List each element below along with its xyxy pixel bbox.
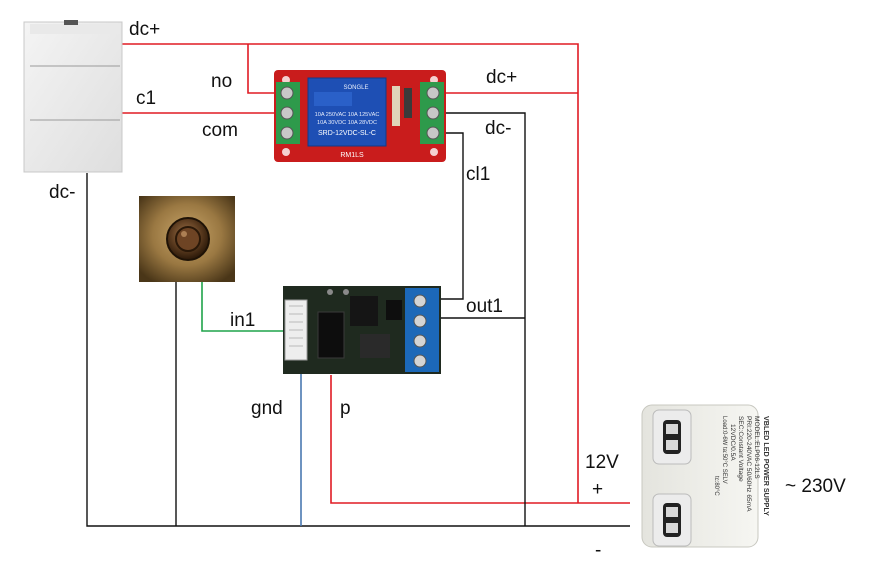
label-cl1: cl1 <box>466 164 490 185</box>
wall-switch-panel <box>23 20 123 173</box>
psu-label-3: PRI:220-240VAC 50/60Hz 65mA <box>745 416 752 512</box>
label-c1: c1 <box>136 88 156 109</box>
label-ac-230v: ~ 230V <box>785 476 846 497</box>
terminal-screw-dc-minus <box>426 106 440 120</box>
label-gnd: gnd <box>251 398 283 419</box>
psu-label-2: MODEL:ELP06-12LS <box>753 416 760 479</box>
wire-dc-plus-top <box>122 43 579 503</box>
relay-rating-2: 10A 30VDC 10A 28VDC <box>317 120 377 126</box>
relay-module: SONGLE 10A 250VAC 10A 125VAC 10A 30VDC 1… <box>274 70 446 162</box>
relay-model: SRD-12VDC-SL-C <box>318 130 376 137</box>
psu-label-7: tc:80°C <box>713 476 719 496</box>
terminal-screw-cl1 <box>426 126 440 140</box>
psu-label-1: VBLED LED POWER SUPPLY <box>762 416 771 516</box>
terminal-screw-dc-plus <box>426 86 440 100</box>
relay-rating-1: 10A 250VAC 10A 125VAC <box>315 112 380 118</box>
labels: dc+ no c1 com dc+ dc- cl1 dc- in1 out1 g… <box>49 19 846 561</box>
label-12v: 12V <box>585 452 619 473</box>
wire-in1 <box>201 282 287 332</box>
controller-module <box>283 286 441 374</box>
label-no: no <box>211 71 232 92</box>
relay-body <box>307 77 387 147</box>
terminal-screw-com <box>280 126 294 140</box>
wires <box>86 43 630 527</box>
relay-brand: SONGLE <box>343 85 368 91</box>
led-power-supply: VBLED LED POWER SUPPLY MODEL:ELP06-12LS … <box>641 404 771 548</box>
wire-dc-minus-relay <box>446 112 526 526</box>
label-dc-minus-relay: dc- <box>485 118 511 139</box>
terminal-screw-no <box>280 86 294 100</box>
label-dc-plus-top: dc+ <box>129 19 160 40</box>
brass-doorbell-button <box>139 196 235 282</box>
psu-label-5: 12VDC/0.5A <box>729 424 736 461</box>
wire-cl1 <box>440 132 464 300</box>
label-plus: + <box>592 479 603 500</box>
label-in1: in1 <box>230 310 255 331</box>
label-minus: - <box>595 540 601 561</box>
relay-board-label: RM1LS <box>340 152 364 159</box>
terminal-screw-c1 <box>280 106 294 120</box>
wire-dc-minus-left <box>86 173 630 527</box>
label-dc-plus-relay: dc+ <box>486 67 517 88</box>
label-out1: out1 <box>466 296 503 317</box>
label-dc-minus-left: dc- <box>49 182 75 203</box>
label-com: com <box>202 120 238 141</box>
wire-p <box>330 375 630 504</box>
label-p: p <box>340 398 351 419</box>
psu-label-6: Load:0-6W ta:50°C SELV <box>721 416 727 484</box>
psu-label-4: SEC:Constant Voltage <box>737 416 744 482</box>
